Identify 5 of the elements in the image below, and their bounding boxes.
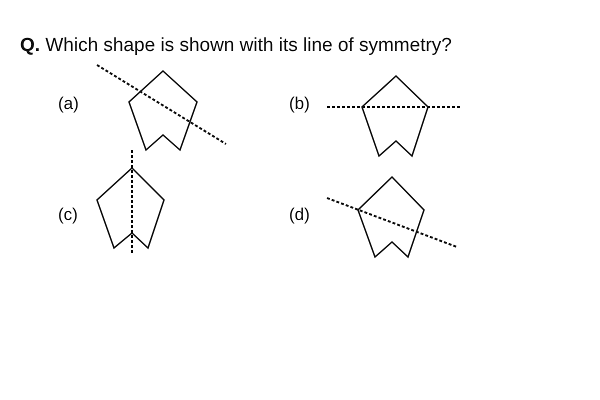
option-label: (d) (289, 205, 310, 225)
option-label: (b) (289, 94, 310, 114)
option-label: (a) (58, 94, 79, 114)
question-text: Q. Which shape is shown with its line of symmetry? (20, 35, 452, 57)
option-label: (c) (58, 205, 78, 225)
